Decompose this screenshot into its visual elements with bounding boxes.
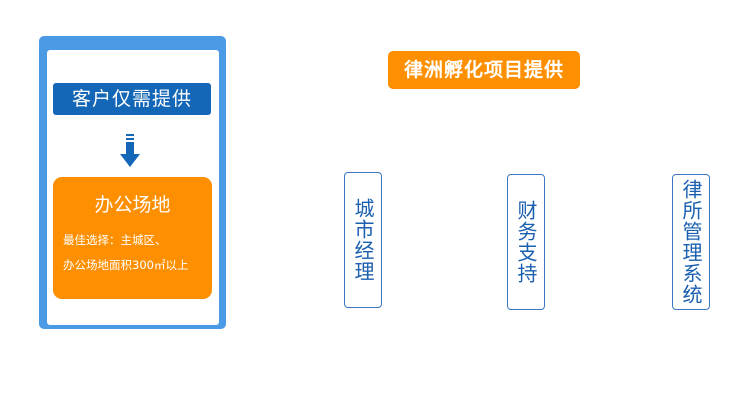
office-space-detail-1: 最佳选择：主城区、 [63,233,167,247]
office-space-card: 办公场地 最佳选择：主城区、 办公场地面积300㎡以上 [53,177,212,299]
office-space-title: 办公场地 [94,194,171,216]
office-space-detail-2: 办公场地面积300㎡以上 [63,258,189,272]
client-provides-banner: 客户仅需提供 [53,83,211,115]
firm-management-system-label: 律所管理系统 [679,179,703,305]
financial-support-label: 财务支持 [514,200,538,284]
financial-support-box: 财务支持 [507,174,545,310]
provider-banner: 律洲孵化项目提供 [388,51,580,89]
city-manager-label: 城市经理 [351,198,375,282]
arrow-down-icon [120,134,140,167]
firm-management-system-box: 律所管理系统 [672,174,710,310]
city-manager-box: 城市经理 [344,172,382,308]
